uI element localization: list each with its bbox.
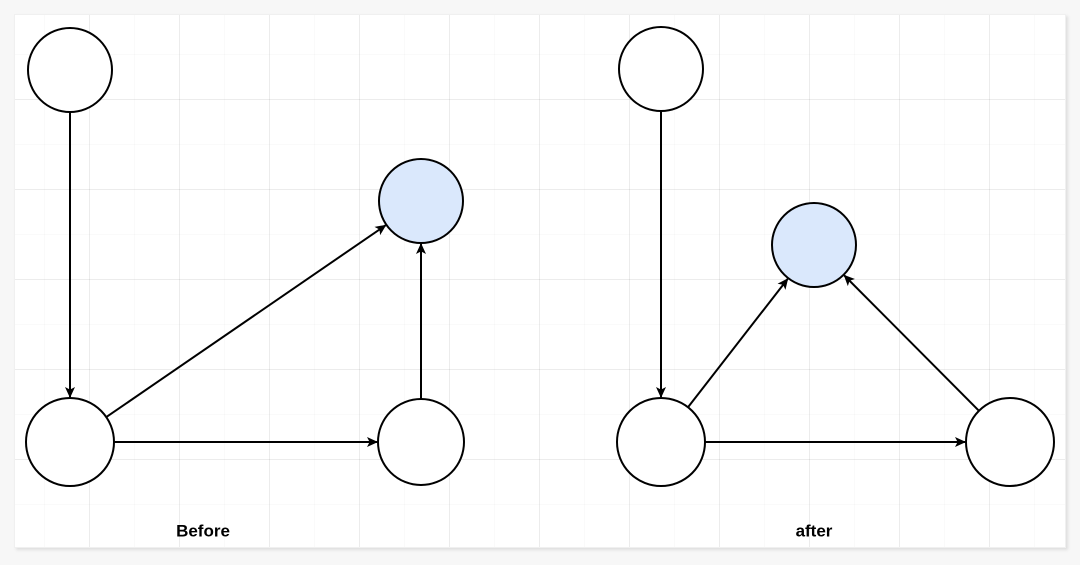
after-edge-right-to-highlight[interactable] <box>843 274 980 412</box>
edges-layer <box>65 111 980 447</box>
panel-label-before: Before <box>176 521 230 540</box>
nodes-layer <box>25 26 1055 487</box>
after-node-bottom-left[interactable] <box>616 397 706 487</box>
before-edge-left-to-highlight[interactable] <box>105 224 387 418</box>
after-node-top-left[interactable] <box>618 26 704 112</box>
before-node-top-left[interactable] <box>27 27 113 113</box>
after-edge-left-to-highlight[interactable] <box>687 278 789 408</box>
labels-layer: Before after <box>176 521 833 540</box>
after-node-bottom-right[interactable] <box>965 397 1055 487</box>
before-node-highlighted-upper[interactable] <box>378 158 464 244</box>
before-node-bottom-left[interactable] <box>25 397 115 487</box>
after-node-highlighted-center[interactable] <box>771 202 857 288</box>
panel-label-after: after <box>796 521 833 540</box>
diagram-page-sheet <box>14 14 1066 548</box>
before-node-bottom-right[interactable] <box>377 398 465 486</box>
